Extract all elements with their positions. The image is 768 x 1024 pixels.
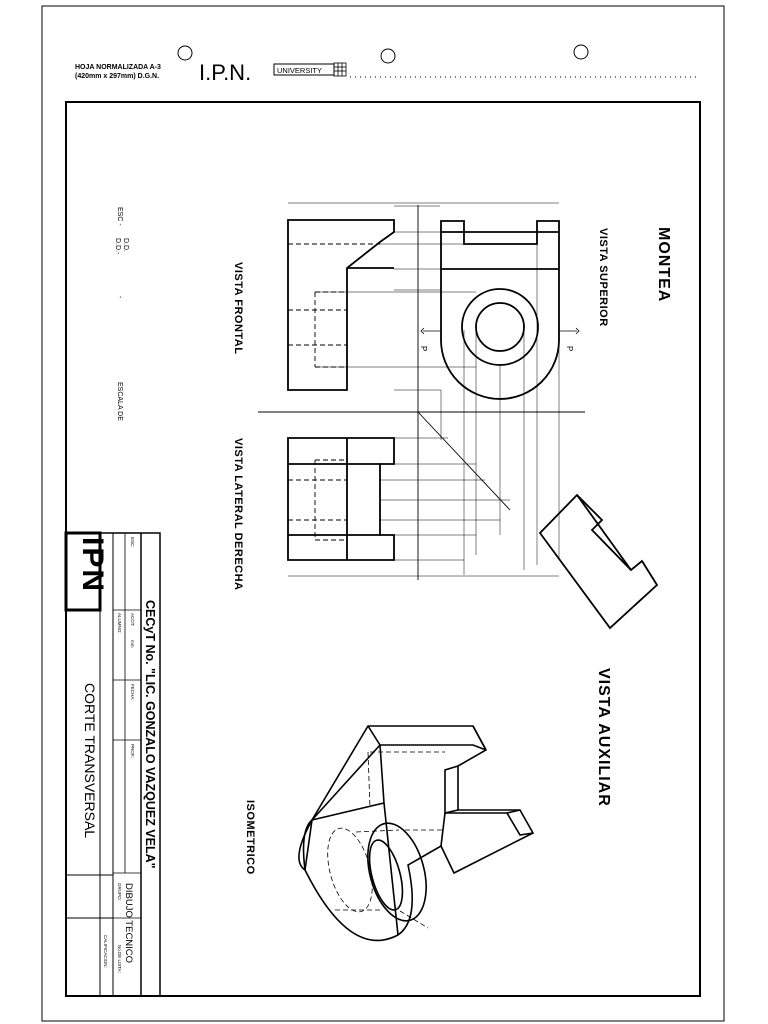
escala-de-label: ESCALA DE bbox=[116, 382, 123, 421]
alumno-field-label: ALUMNO: bbox=[117, 613, 122, 634]
drawing-name: CORTE TRANSVERSAL bbox=[82, 683, 98, 838]
acot-field-label: ACOT: bbox=[130, 613, 135, 626]
cut-marker-right: P bbox=[565, 346, 574, 351]
top-view-label: VISTA SUPERIOR bbox=[597, 228, 609, 327]
front-view-drawing bbox=[287, 219, 395, 391]
calificacion-field-label: CALIFICACION: bbox=[103, 935, 108, 968]
side-view-hidden-lines bbox=[288, 459, 347, 541]
scale-dash: - bbox=[116, 296, 123, 299]
sheet-format-line2: (420mm x 297mm) D.G.N. bbox=[75, 73, 159, 80]
isometric-hidden-lines bbox=[327, 751, 445, 929]
cut-marker-left: P bbox=[419, 346, 428, 351]
fecha-field-label: FECHA: bbox=[130, 684, 135, 701]
ipn-title-logo: IPN bbox=[76, 537, 109, 593]
dd-label: D.D. bbox=[122, 238, 129, 252]
university-label: UNIVERSITY bbox=[277, 66, 322, 75]
esc-label: ESC - bbox=[116, 207, 123, 226]
isometric-label: ISOMETRICO bbox=[244, 800, 256, 875]
side-view-drawing bbox=[287, 437, 395, 561]
montea-title: MONTEA bbox=[655, 227, 672, 302]
binder-hole-icon bbox=[573, 44, 589, 60]
sheet-format-line1: HOJA NORMALIZADA A-3 bbox=[75, 64, 161, 71]
title-block bbox=[64, 531, 161, 997]
binder-hole-icon bbox=[380, 48, 396, 64]
ipn-logo-text: I.P.N. bbox=[199, 60, 251, 85]
acot-units: mm bbox=[130, 640, 135, 648]
auxiliary-view-label: VISTA AUXILIAR bbox=[595, 668, 612, 807]
front-view-label: VISTA FRONTAL bbox=[232, 262, 244, 354]
side-view-label: VISTA LATERAL DERECHA bbox=[232, 438, 244, 591]
front-view-hidden-lines bbox=[288, 243, 380, 368]
projection-lines bbox=[258, 202, 585, 580]
esc-field-label: ESC: bbox=[130, 537, 135, 548]
sheet-border bbox=[41, 5, 725, 1022]
school-name: CECyT No. "LIC. GONZALO VAZQUEZ VELA" bbox=[143, 600, 157, 869]
subject-name: DIBUJO TECNICO bbox=[123, 883, 134, 963]
dd-label-2: D.D.- bbox=[114, 238, 121, 255]
binder-hole-icon bbox=[177, 45, 193, 61]
grid-icon bbox=[333, 62, 347, 77]
grupo-field-label: GRUPO: bbox=[117, 883, 122, 901]
top-view-cut-arrows bbox=[420, 327, 580, 335]
no-lista-field-label: No.DE LISTA: bbox=[117, 945, 122, 973]
isometric-drawing bbox=[298, 725, 535, 942]
auxiliary-view-drawing bbox=[538, 493, 659, 630]
prof-field-label: PROF.: bbox=[130, 744, 135, 759]
